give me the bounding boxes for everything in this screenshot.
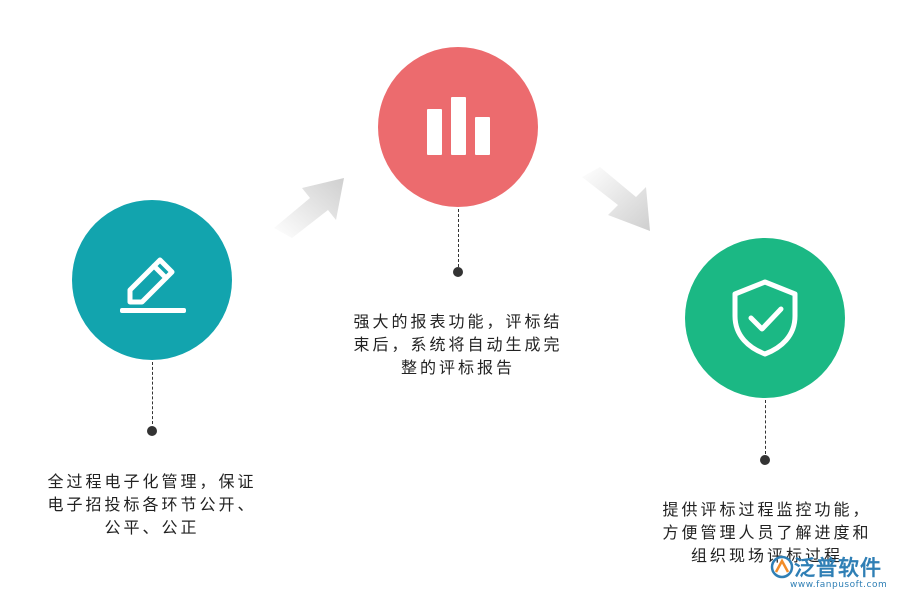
step-1-circle bbox=[72, 200, 232, 360]
step-1-line-2: 电子招投标各环节公开、 bbox=[47, 495, 257, 514]
arrow-down-right-icon bbox=[582, 167, 650, 231]
watermark-brand: 泛普软件 bbox=[794, 556, 882, 580]
step-3-dot bbox=[760, 455, 770, 465]
step-3-line-3: 组织现场评标过程 bbox=[690, 546, 843, 565]
step-3-circle bbox=[685, 238, 845, 398]
step-2-text: 强大的报表功能，评标结 束后，系统将自动生成完 整的评标报告 bbox=[330, 310, 586, 379]
step-2-dot bbox=[453, 267, 463, 277]
step-2-connector bbox=[458, 209, 459, 267]
step-3-line-1: 提供评标过程监控功能， bbox=[662, 500, 872, 519]
shield-check-icon bbox=[732, 279, 798, 357]
step-1-text: 全过程电子化管理，保证 电子招投标各环节公开、 公平、公正 bbox=[22, 470, 282, 539]
step-1-connector bbox=[152, 362, 153, 424]
step-2-line-3: 整的评标报告 bbox=[400, 358, 515, 377]
step-3-text: 提供评标过程监控功能， 方便管理人员了解进度和 组织现场评标过程 bbox=[636, 498, 898, 567]
step-2-line-2: 束后，系统将自动生成完 bbox=[353, 335, 563, 354]
step-1-line-3: 公平、公正 bbox=[104, 518, 200, 537]
step-1-line-1: 全过程电子化管理，保证 bbox=[47, 472, 257, 491]
pencil-icon bbox=[120, 257, 186, 313]
step-2-line-1: 强大的报表功能，评标结 bbox=[353, 312, 563, 331]
watermark-logo: 泛普软件 www.fanpusoft.com bbox=[766, 552, 900, 600]
step-1-dot bbox=[147, 426, 157, 436]
arrow-up-right-icon bbox=[274, 178, 344, 238]
watermark-url: www.fanpusoft.com bbox=[790, 580, 888, 590]
step-2-circle bbox=[378, 47, 538, 207]
step-3-line-2: 方便管理人员了解进度和 bbox=[662, 523, 872, 542]
bar-chart-icon bbox=[427, 97, 490, 155]
logo-mark-icon bbox=[770, 555, 794, 579]
step-3-connector bbox=[765, 400, 766, 454]
